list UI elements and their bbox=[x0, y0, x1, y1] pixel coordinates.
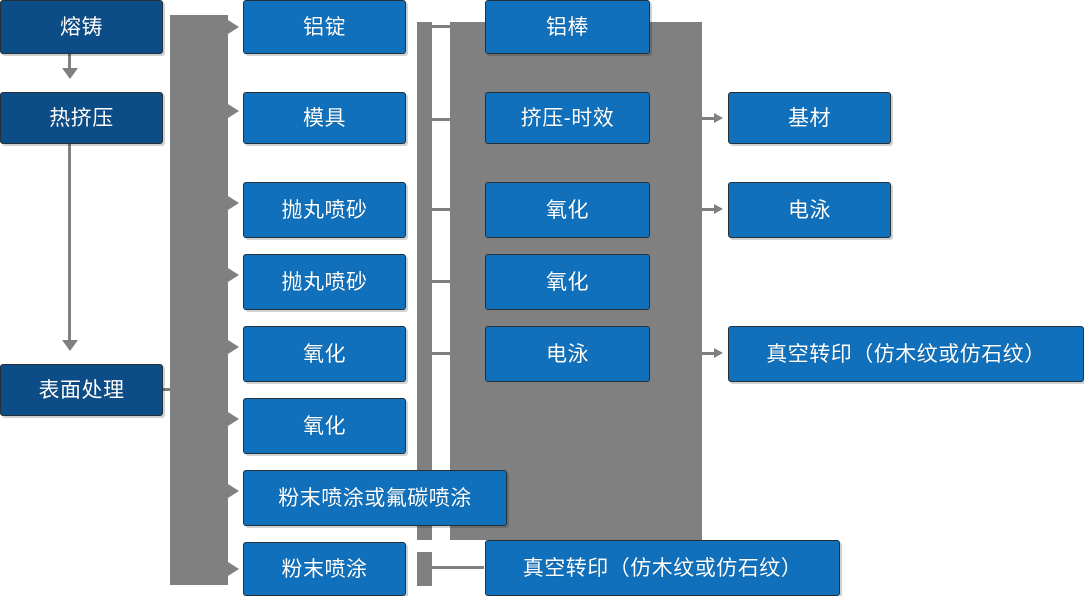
output-box-label: 电泳 bbox=[788, 198, 831, 222]
process-box-label: 粉末喷涂或氟碳喷涂 bbox=[278, 486, 472, 510]
output-box-label: 基材 bbox=[788, 106, 831, 130]
surface-treatment-link bbox=[163, 388, 175, 391]
stage-box-label: 热挤压 bbox=[49, 106, 114, 130]
process-box-label: 抛丸喷砂 bbox=[281, 270, 368, 294]
treatment-box-aluminum-bar[interactable]: 铝棒 bbox=[485, 0, 650, 54]
left-vertical-link-1 bbox=[68, 54, 71, 70]
treatment-box-label: 氧化 bbox=[546, 270, 589, 294]
treatment-box-vacuum-transfer-printing[interactable]: 真空转印（仿木纹或仿石纹） bbox=[485, 540, 840, 596]
process-box-label: 氧化 bbox=[303, 414, 346, 438]
middle-bridge-3 bbox=[432, 208, 451, 211]
right-arrow-icon-p6 bbox=[228, 412, 239, 426]
treatment-box-label: 铝棒 bbox=[546, 15, 589, 39]
middle-bridge-5 bbox=[432, 352, 451, 355]
down-arrow-icon-1 bbox=[62, 68, 78, 79]
process-box-label: 氧化 bbox=[303, 342, 346, 366]
treatment-box-label: 挤压-时效 bbox=[520, 106, 615, 130]
treatment-box-oxidation-2[interactable]: 氧化 bbox=[485, 254, 650, 310]
treatment-box-label: 氧化 bbox=[546, 198, 589, 222]
treatment-box-label: 电泳 bbox=[546, 342, 589, 366]
left-connector-band bbox=[170, 15, 228, 585]
middle-narrow-bar bbox=[417, 22, 432, 540]
output-box-electrophoresis[interactable]: 电泳 bbox=[728, 182, 891, 238]
out-arrow-stem-2 bbox=[702, 208, 716, 211]
process-box-shot-blasting-2[interactable]: 抛丸喷砂 bbox=[243, 254, 406, 310]
right-arrow-icon-p1 bbox=[228, 20, 239, 34]
out-arrow-stem-3 bbox=[702, 352, 716, 355]
process-box-label: 铝锭 bbox=[303, 15, 346, 39]
middle-bridge-4 bbox=[432, 280, 451, 283]
right-arrow-icon-o1 bbox=[714, 113, 723, 123]
process-box-oxidation-2[interactable]: 氧化 bbox=[243, 398, 406, 454]
right-arrow-icon-o2 bbox=[714, 204, 723, 214]
out-arrow-stem-1 bbox=[702, 117, 716, 120]
treatment-box-extrusion-aging[interactable]: 挤压-时效 bbox=[485, 92, 650, 144]
process-box-powder-coating[interactable]: 粉末喷涂 bbox=[243, 542, 406, 596]
treatment-box-label: 真空转印（仿木纹或仿石纹） bbox=[522, 556, 803, 580]
right-arrow-icon-o3 bbox=[714, 348, 723, 358]
stage-box-melting[interactable]: 熔铸 bbox=[0, 0, 163, 54]
down-arrow-icon-2 bbox=[62, 340, 78, 351]
process-box-mold[interactable]: 模具 bbox=[243, 92, 406, 144]
right-arrow-icon-p5 bbox=[228, 340, 239, 354]
process-box-label: 抛丸喷砂 bbox=[281, 198, 368, 222]
right-arrow-icon-p2 bbox=[228, 104, 239, 118]
process-box-label: 粉末喷涂 bbox=[281, 557, 368, 581]
process-box-powder-or-fluorocarbon-coating[interactable]: 粉末喷涂或氟碳喷涂 bbox=[243, 470, 507, 526]
process-box-label: 模具 bbox=[303, 106, 346, 130]
right-arrow-icon-p3 bbox=[228, 196, 239, 210]
right-arrow-icon-p4 bbox=[228, 268, 239, 282]
process-box-shot-blasting-1[interactable]: 抛丸喷砂 bbox=[243, 182, 406, 238]
output-box-substrate[interactable]: 基材 bbox=[728, 92, 891, 144]
stage-box-label: 熔铸 bbox=[60, 15, 103, 39]
process-box-oxidation-1[interactable]: 氧化 bbox=[243, 326, 406, 382]
middle-bridge-1 bbox=[432, 25, 451, 28]
right-arrow-icon-p7 bbox=[228, 484, 239, 498]
output-box-vacuum-transfer-printing[interactable]: 真空转印（仿木纹或仿石纹） bbox=[728, 326, 1084, 382]
right-arrow-icon-p8 bbox=[228, 562, 239, 576]
middle-bridge-2 bbox=[432, 118, 451, 121]
middle-bridge-6 bbox=[432, 566, 484, 569]
stage-box-surface-treatment[interactable]: 表面处理 bbox=[0, 364, 163, 416]
left-vertical-link-2 bbox=[68, 144, 71, 342]
treatment-box-oxidation-1[interactable]: 氧化 bbox=[485, 182, 650, 238]
output-box-label: 真空转印（仿木纹或仿石纹） bbox=[766, 342, 1046, 366]
middle-bar-bottom-stub bbox=[417, 552, 432, 586]
process-box-aluminum-ingot[interactable]: 铝锭 bbox=[243, 0, 406, 54]
treatment-box-electrophoresis[interactable]: 电泳 bbox=[485, 326, 650, 382]
stage-box-hot-extrusion[interactable]: 热挤压 bbox=[0, 92, 163, 144]
stage-box-label: 表面处理 bbox=[38, 378, 125, 402]
